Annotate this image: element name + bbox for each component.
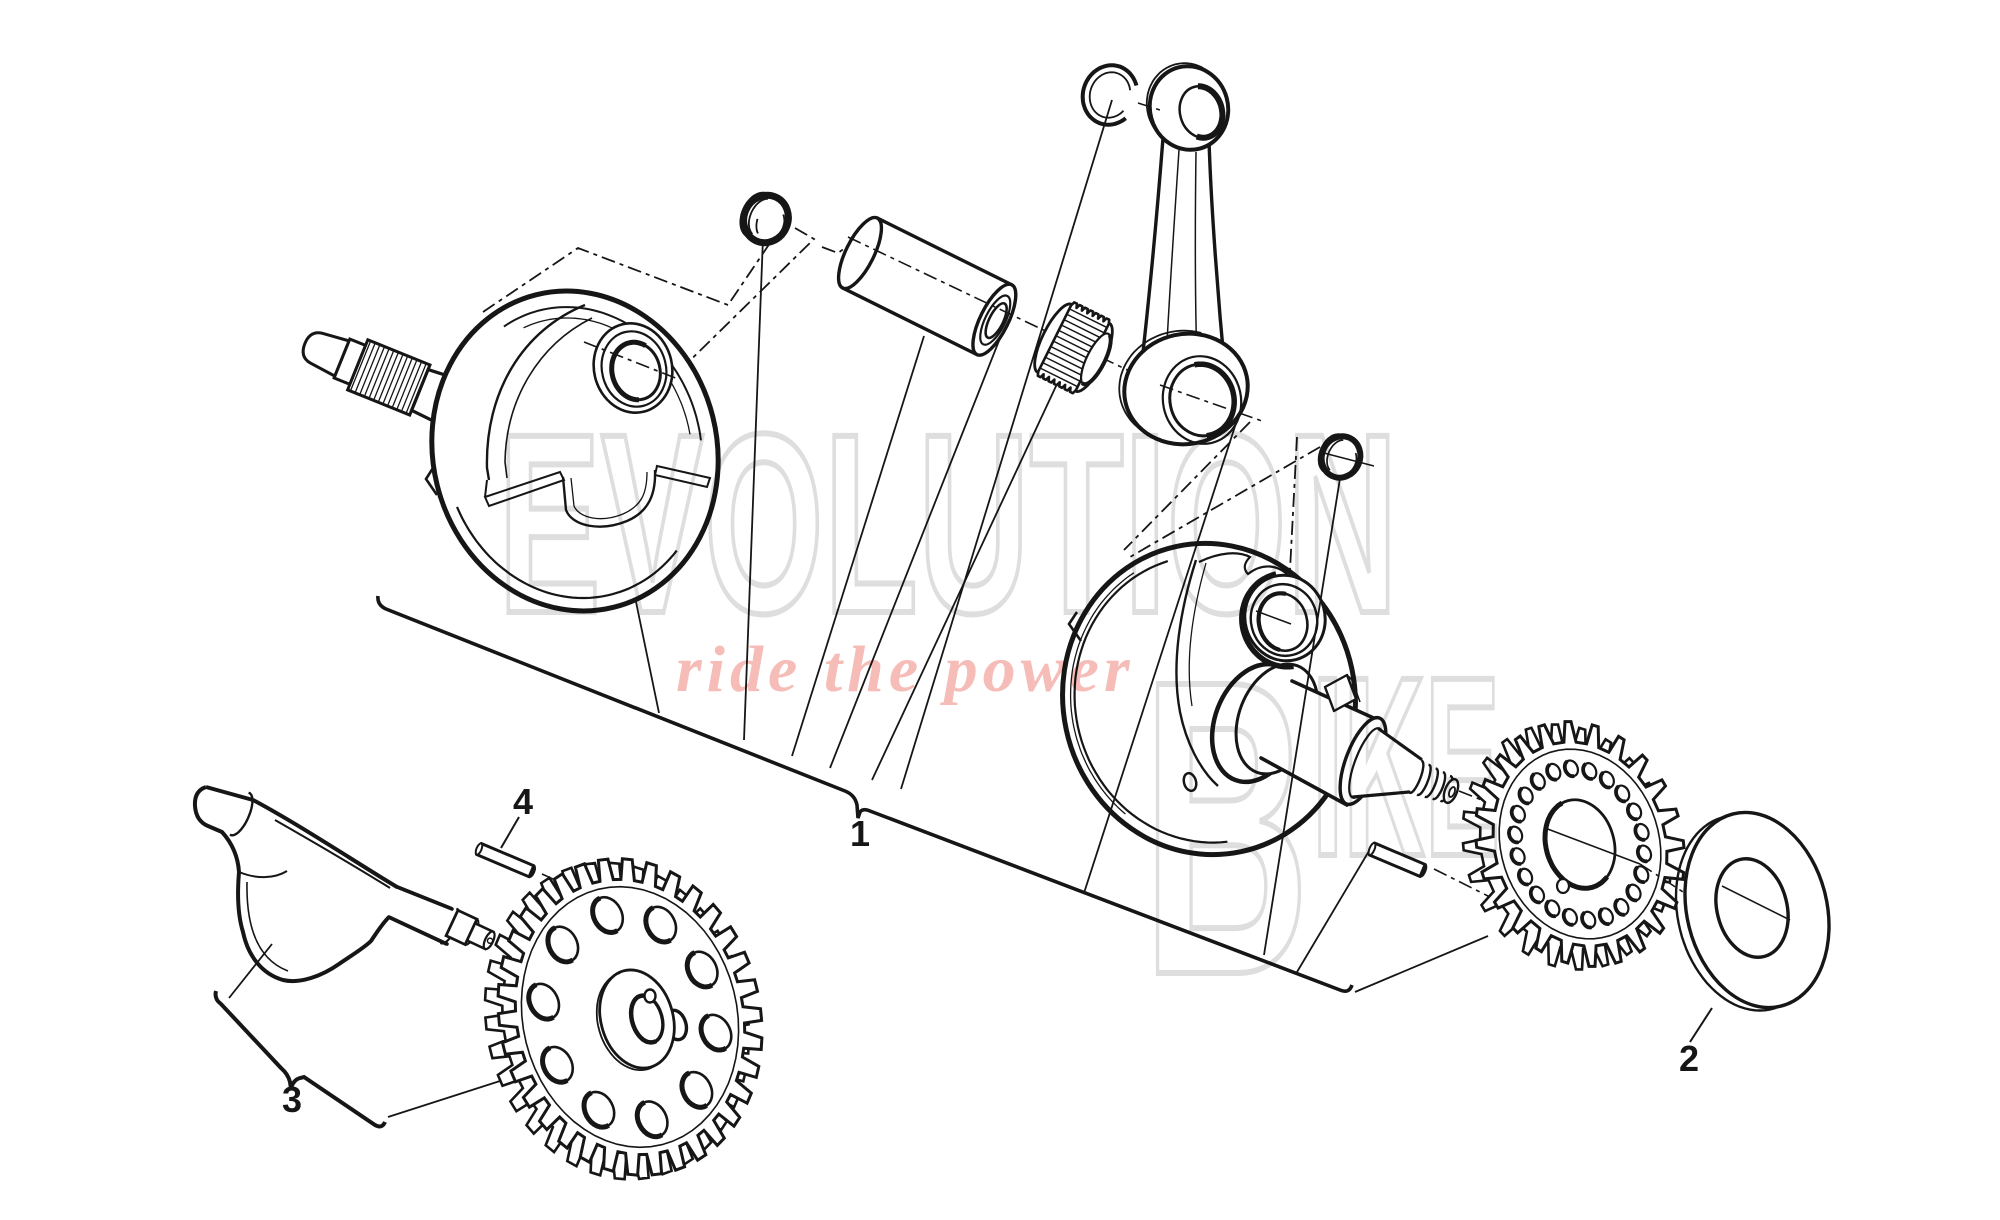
svg-text:IKE: IKE xyxy=(1312,624,1500,910)
svg-text:B: B xyxy=(1142,594,1310,1063)
svg-text:1: 1 xyxy=(850,813,870,854)
svg-text:4: 4 xyxy=(513,781,533,822)
svg-text:2: 2 xyxy=(1679,1038,1699,1079)
svg-text:3: 3 xyxy=(282,1079,302,1120)
svg-text:ride the power: ride the power xyxy=(676,633,1135,706)
svg-text:EVOLUTION: EVOLUTION xyxy=(498,381,1398,667)
